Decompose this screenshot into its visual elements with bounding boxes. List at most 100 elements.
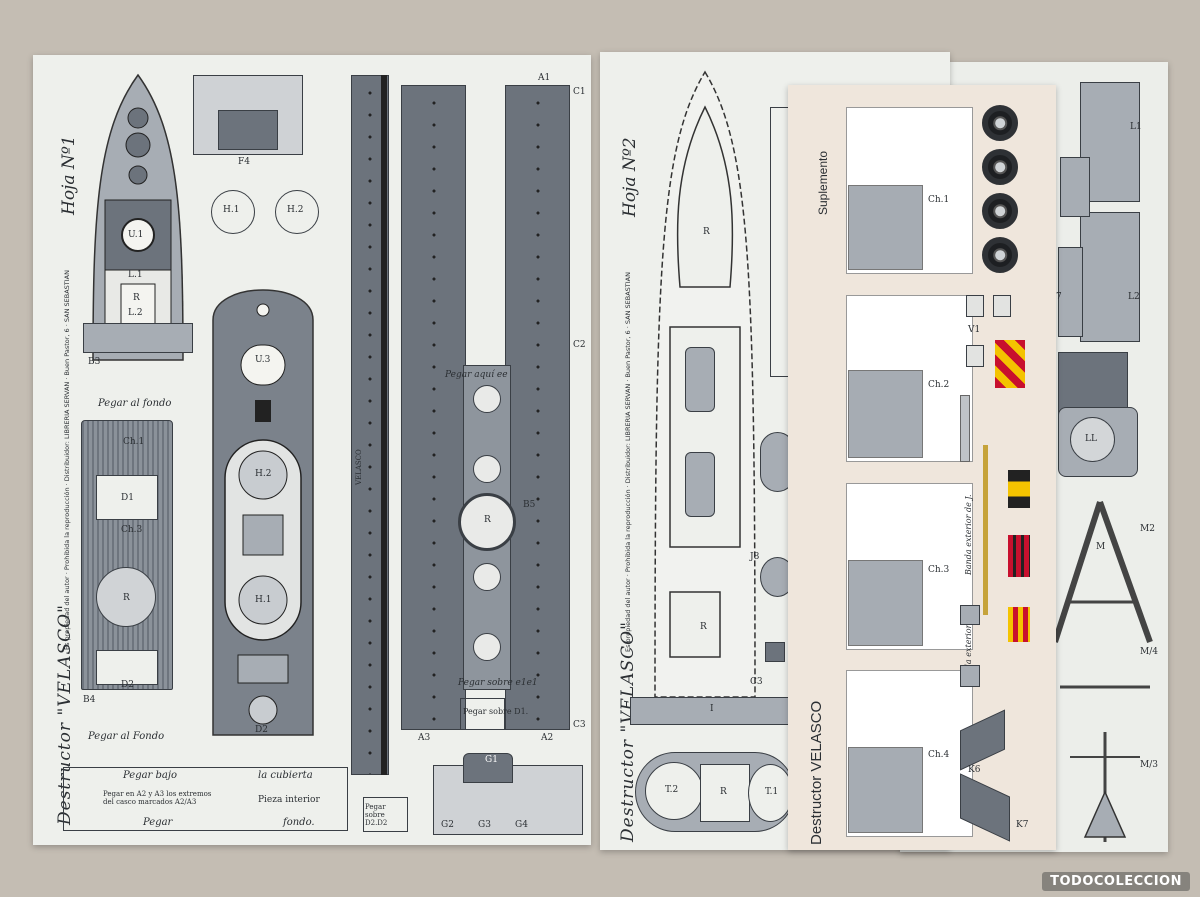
deck-d1-piece bbox=[81, 420, 173, 690]
band-bar-2 bbox=[983, 445, 988, 615]
funnel-fill-3 bbox=[848, 560, 923, 646]
label-k6: K6 bbox=[968, 765, 981, 775]
label-d2-mid: D2 bbox=[255, 725, 268, 735]
label-m3: M/3 bbox=[1140, 760, 1158, 770]
label-r-tp: R bbox=[720, 787, 727, 797]
label-g3: G3 bbox=[478, 820, 491, 830]
label-pegar-en: Pegar en A2 y A3 los extremos del casco … bbox=[103, 790, 212, 806]
piece-l1 bbox=[1080, 82, 1140, 202]
turret-r1 bbox=[473, 385, 501, 413]
pegar-sobre-d2-box bbox=[363, 797, 408, 832]
hull-side-stripe bbox=[381, 75, 387, 775]
label-b3-bow: B3 bbox=[88, 357, 101, 367]
turret-ring-d1 bbox=[96, 567, 156, 627]
hull-side-a1 bbox=[401, 85, 466, 730]
turret-r-main bbox=[458, 493, 516, 551]
sheet1-credit: Es propiedad del autor · Prohibida la re… bbox=[63, 270, 71, 650]
sheet1-page-number: Hoja Nº1 bbox=[59, 135, 79, 215]
gun-part-2 bbox=[960, 665, 980, 687]
label-pegar-aqui: Pegar aquí ee bbox=[445, 370, 508, 380]
label-f4: F4 bbox=[238, 157, 250, 167]
label-i: I bbox=[710, 704, 714, 714]
label-m: M bbox=[1096, 542, 1106, 552]
ll-ring bbox=[1070, 417, 1115, 462]
label-c3-2: C3 bbox=[750, 677, 763, 687]
funnel-fill-2 bbox=[848, 370, 923, 458]
label-a3: A3 bbox=[418, 733, 431, 743]
label-pegar: Pegar bbox=[143, 817, 173, 828]
label-h1: H.1 bbox=[255, 595, 272, 605]
label-b4: B4 bbox=[83, 695, 96, 705]
label-a2: A2 bbox=[541, 733, 554, 743]
model-sheet-1: Destructor "VELASCO" Hoja Nº1 Es propied… bbox=[33, 55, 591, 845]
sheet2-credit: Es propiedad del autor · Prohibida la re… bbox=[624, 272, 632, 652]
interior-strip-piece bbox=[63, 767, 348, 831]
torpedo-mount-2 bbox=[685, 452, 715, 517]
turret-r4 bbox=[473, 633, 501, 661]
strip-i bbox=[630, 697, 795, 725]
ensign-3 bbox=[1008, 607, 1030, 642]
funnel-fill-4 bbox=[848, 747, 923, 833]
supplement-heading: Suplemento bbox=[816, 150, 830, 215]
label-c2: C2 bbox=[573, 340, 586, 350]
label-ch1: Ch.1 bbox=[123, 437, 145, 447]
funnel-cap-4 bbox=[982, 237, 1018, 273]
label-r-d1: R bbox=[123, 593, 130, 603]
label-t2: T.2 bbox=[665, 785, 679, 795]
label-ch3: Ch.3 bbox=[928, 565, 950, 575]
label-pegar-sobre-d2: Pegar sobre D2.D2 bbox=[365, 803, 388, 827]
supplement-title: Destructor VELASCO bbox=[808, 700, 825, 845]
label-t1: T.1 bbox=[765, 787, 779, 797]
disc-h2 bbox=[275, 190, 319, 234]
sheet2-title: Destructor "VELASCO" bbox=[618, 621, 638, 842]
piece-v3 bbox=[966, 345, 984, 367]
torpedo-center-r bbox=[700, 764, 750, 822]
bow-deck-piece bbox=[92, 73, 184, 361]
gun-part-1 bbox=[960, 605, 980, 625]
bridge-inner bbox=[218, 110, 278, 150]
piece-l2 bbox=[1080, 212, 1140, 342]
label-ch3: Ch.3 bbox=[121, 525, 143, 535]
funnel-fill-1 bbox=[848, 185, 923, 270]
label-ch2: Ch.2 bbox=[928, 380, 950, 390]
label-pegar-sobre-e1: Pegar sobre e1e1 bbox=[458, 678, 538, 688]
ensign-2 bbox=[1008, 535, 1030, 577]
sheet2-page-number: Hoja Nº2 bbox=[620, 137, 640, 217]
ensign-1 bbox=[1008, 470, 1030, 508]
label-m2: M2 bbox=[1140, 524, 1155, 534]
label-r-bow-2: R bbox=[703, 227, 710, 237]
gun-mount-g-top bbox=[463, 753, 513, 783]
label-l1: L1 bbox=[1130, 122, 1142, 132]
deck-d2-foot bbox=[96, 650, 158, 685]
label-v1: V1 bbox=[968, 325, 981, 335]
label-h1-disc: H.1 bbox=[223, 205, 240, 215]
watermark-logo: TODOCOLECCION bbox=[1042, 872, 1190, 891]
label-banda-j: Banda exterior de J. bbox=[964, 494, 973, 575]
label-la-cubierta: la cubierta bbox=[258, 770, 313, 781]
label-a1: A1 bbox=[538, 73, 551, 83]
label-ll: LL bbox=[1085, 434, 1097, 444]
piece-v1 bbox=[966, 295, 984, 317]
band-bar-1 bbox=[960, 395, 970, 462]
torpedo-mount-1 bbox=[685, 347, 715, 412]
label-r-main: R bbox=[484, 515, 491, 525]
piece-l3 bbox=[1060, 157, 1090, 217]
turret-r2 bbox=[473, 455, 501, 483]
disc-h1 bbox=[211, 190, 255, 234]
label-r-hull-2: R bbox=[700, 622, 707, 632]
label-pieza-interior: Pieza interior bbox=[258, 795, 320, 805]
label-u1: U.1 bbox=[128, 230, 144, 240]
label-ch1: Ch.1 bbox=[928, 195, 950, 205]
label-u3: U.3 bbox=[255, 355, 271, 365]
label-d2: D2 bbox=[121, 680, 134, 690]
label-d1: D1 bbox=[121, 493, 134, 503]
piece-v2 bbox=[993, 295, 1011, 317]
label-h2: H.2 bbox=[255, 469, 272, 479]
funnel-cap-1 bbox=[982, 105, 1018, 141]
label-b5: B5 bbox=[523, 500, 536, 510]
piece-l7 bbox=[1058, 247, 1083, 337]
turret-r3 bbox=[473, 563, 501, 591]
label-g1: G1 bbox=[485, 755, 498, 765]
hull-name-label: VELASCO bbox=[355, 449, 363, 485]
label-l2: L.2 bbox=[128, 308, 143, 318]
